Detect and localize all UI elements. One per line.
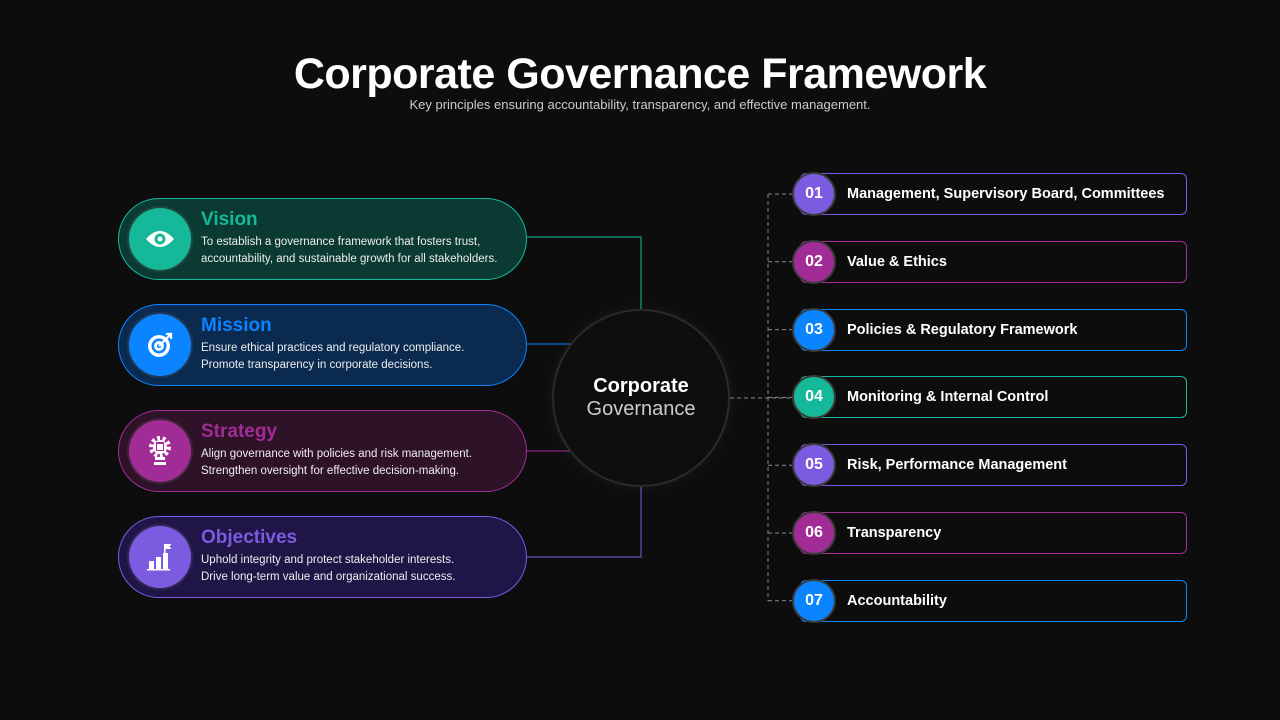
pillar-title: Strategy [201, 421, 278, 442]
pillar-description: Align governance with policies and risk … [201, 446, 521, 480]
pillar-line2: Strengthen oversight for effective decis… [201, 465, 460, 477]
hub-circle: Corporate Governance [552, 309, 730, 487]
gear-chess-icon [129, 420, 191, 482]
objectives-connector [527, 486, 642, 558]
pillar-strategy: Strategy Align governance with policies … [118, 410, 527, 492]
page-title: Corporate Governance Framework [293, 50, 987, 98]
pillar-title: Vision [201, 209, 258, 230]
framework-item-03: Policies & Regulatory Framework [800, 308, 1187, 351]
pillar-line1: Uphold integrity and protect stakeholder… [201, 554, 455, 566]
hub-line2: Governance [586, 398, 696, 420]
hub-line1: Corporate [593, 375, 689, 397]
item-label: Value & Ethics [847, 253, 947, 270]
framework-item-01: Management, Supervisory Board, Committee… [800, 173, 1187, 215]
item-number-badge: 07 [792, 578, 836, 623]
pillar-line2: accountability, and sustainable growth f… [201, 253, 498, 265]
item-label: Accountability [847, 592, 947, 609]
eye-icon [129, 208, 191, 270]
item-number-badge: 03 [792, 307, 836, 352]
vision-connector [527, 236, 642, 310]
item-label: Monitoring & Internal Control [847, 389, 1049, 406]
framework-item-07: Accountability [800, 579, 1187, 622]
pillar-line2: Promote transparency in corporate decisi… [201, 359, 433, 371]
page-subtitle: Key principles ensuring accountability, … [409, 97, 871, 112]
pillar-line1: Ensure ethical practices and regulatory … [201, 342, 465, 354]
item-label: Policies & Regulatory Framework [847, 321, 1078, 338]
item-number-badge: 04 [792, 375, 836, 420]
pillar-line1: Align governance with policies and risk … [201, 448, 473, 460]
pillar-description: Uphold integrity and protect stakeholder… [201, 552, 521, 586]
framework-item-04: Monitoring & Internal Control [800, 376, 1187, 419]
item-number-badge: 02 [792, 239, 836, 284]
item-label: Management, Supervisory Board, Committee… [847, 186, 1165, 202]
pillar-description: To establish a governance framework that… [201, 234, 521, 268]
pillar-vision: Vision To establish a governance framewo… [118, 198, 527, 280]
item-number-badge: 05 [792, 443, 836, 488]
item-number-badge: 01 [792, 172, 836, 216]
framework-item-02: Value & Ethics [800, 240, 1187, 283]
item-label: Transparency [847, 525, 942, 541]
target-icon [129, 314, 191, 376]
pillar-objectives: Objectives Uphold integrity and protect … [118, 516, 527, 598]
item-number-badge: 06 [792, 511, 836, 555]
pillar-title: Mission [201, 315, 272, 336]
pillar-line2: Drive long-term value and organizational… [201, 571, 456, 583]
framework-item-06: Transparency [800, 512, 1187, 554]
pillar-line1: To establish a governance framework that… [201, 236, 481, 248]
item-label: Risk, Performance Management [847, 457, 1067, 474]
pillar-description: Ensure ethical practices and regulatory … [201, 340, 521, 374]
flag-chart-icon [129, 526, 191, 588]
pillar-title: Objectives [201, 527, 298, 548]
framework-item-05: Risk, Performance Management [800, 444, 1187, 487]
pillar-mission: Mission Ensure ethical practices and reg… [118, 304, 527, 386]
